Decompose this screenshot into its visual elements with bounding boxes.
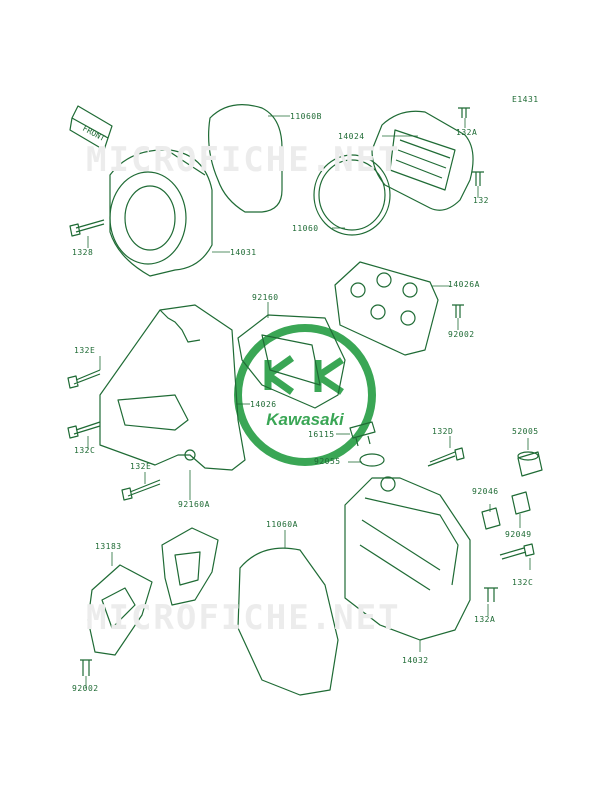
- cover-14031: [109, 149, 213, 277]
- part-label-132-top[interactable]: 132: [473, 196, 489, 205]
- watermark-logo: Kawasaki: [234, 324, 376, 466]
- part-label-14024[interactable]: 14024: [338, 132, 365, 141]
- part-label-132A-bottom[interactable]: 132A: [474, 615, 496, 624]
- part-label-14026[interactable]: 14026: [250, 400, 277, 409]
- bolt-92002-bottom: [80, 659, 92, 676]
- cover-14024: [371, 110, 474, 211]
- bolt-1328: [69, 219, 105, 237]
- gasket-11060B: [208, 104, 283, 213]
- part-label-92049[interactable]: 92049: [505, 530, 532, 539]
- part-label-92055[interactable]: 92055: [314, 457, 341, 466]
- part-label-52005[interactable]: 52005: [512, 427, 539, 436]
- bolt-132A-bottom: [484, 587, 498, 602]
- bolt-132-top: [472, 171, 484, 186]
- cover-92160A: [161, 527, 219, 606]
- part-label-92002-top[interactable]: 92002: [448, 330, 475, 339]
- guide-13183: [87, 564, 153, 656]
- part-label-1328[interactable]: 1328: [72, 248, 94, 257]
- bearing-92046: [481, 507, 501, 530]
- watermark-site-bottom: MICROFICHE.NET: [86, 598, 401, 638]
- part-label-11060[interactable]: 11060: [292, 224, 319, 233]
- part-label-13183[interactable]: 13183: [95, 542, 122, 551]
- bolt-132A-top: [458, 107, 470, 118]
- plug-16115: [349, 421, 376, 447]
- part-label-132C-left[interactable]: 132C: [74, 446, 96, 455]
- bolt-132D: [427, 447, 465, 467]
- watermark-brand: Kawasaki: [266, 410, 345, 429]
- cover-92160: [237, 314, 346, 409]
- part-label-14026A[interactable]: 14026A: [448, 280, 480, 289]
- part-label-92046[interactable]: 92046: [472, 487, 499, 496]
- bolt-132C-right: [499, 543, 535, 560]
- part-label-16115[interactable]: 16115: [308, 430, 335, 439]
- part-label-92002-bottom[interactable]: 92002: [72, 684, 99, 693]
- seal-92049: [511, 491, 531, 515]
- bolt-132E-lower: [121, 479, 161, 501]
- watermark-site-top: MICROFICHE.NET: [86, 140, 401, 180]
- cover-14026: [99, 304, 246, 471]
- bolt-92002-top: [452, 304, 464, 318]
- diagram-id: E1431: [512, 95, 539, 104]
- bolt-132C-left: [67, 421, 101, 439]
- oring-92055: [359, 453, 385, 467]
- bolt-132E-left: [67, 369, 101, 389]
- part-label-14031[interactable]: 14031: [230, 248, 257, 257]
- part-label-132D[interactable]: 132D: [432, 427, 454, 436]
- part-label-11060A[interactable]: 11060A: [266, 520, 298, 529]
- cover-14032: [344, 476, 471, 641]
- leader-lines: [85, 115, 531, 688]
- gasket-11060: [313, 154, 391, 236]
- gasket-11060A: [237, 547, 339, 696]
- part-label-132E-left[interactable]: 132E: [74, 346, 96, 355]
- part-label-14032[interactable]: 14032: [402, 656, 429, 665]
- part-label-92160[interactable]: 92160: [252, 293, 279, 302]
- cover-14026A: [334, 261, 439, 356]
- part-label-132C-right[interactable]: 132C: [512, 578, 534, 587]
- cap-52005: [517, 451, 543, 477]
- part-label-92160A[interactable]: 92160A: [178, 500, 210, 509]
- part-label-132E-lower[interactable]: 132E: [130, 462, 152, 471]
- part-label-132A-top[interactable]: 132A: [456, 128, 478, 137]
- part-label-11060B[interactable]: 11060B: [290, 112, 322, 121]
